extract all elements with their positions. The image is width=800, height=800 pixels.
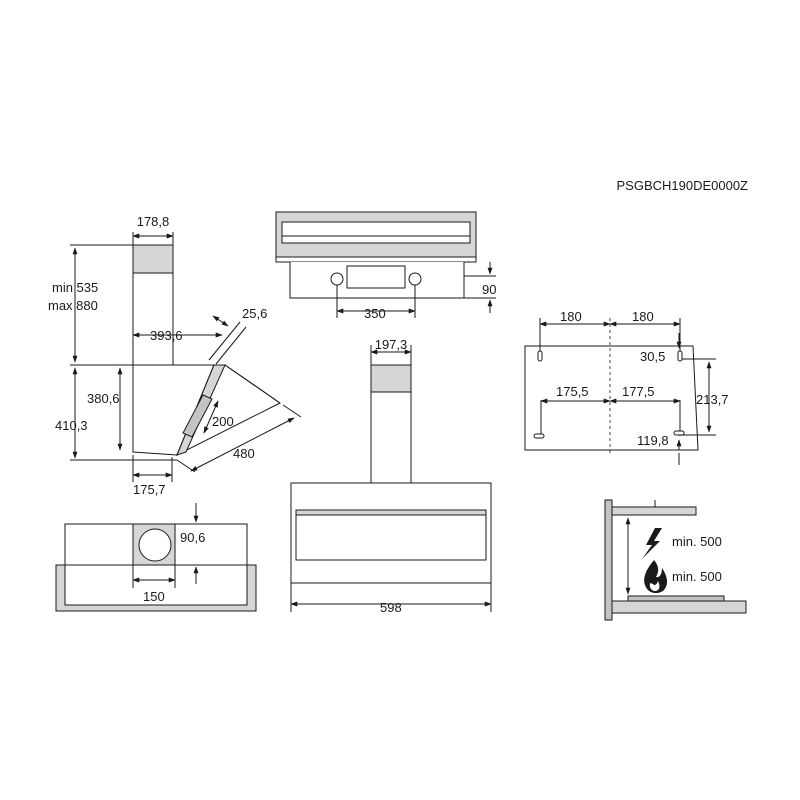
label-chimney-width: 197,3 [375, 337, 408, 352]
label-outlet-diameter: 90,6 [180, 530, 205, 545]
front-view: 197,3 598 [290, 337, 492, 615]
burner [627, 595, 725, 602]
label-outlet-height: 90 [482, 282, 496, 297]
label-handle-length: 200 [212, 414, 234, 429]
mounting-template: 180 180 30,5 213,7 175,5 177,5 119,8 [524, 309, 729, 465]
model-code: PSGBCH190DE0000Z [616, 178, 748, 193]
dim-angle-gap [212, 315, 229, 327]
side-view: 178,8 min 535 max 880 393,6 25,6 380,6 4… [48, 214, 302, 497]
label-panel-length: 480 [233, 446, 255, 461]
bottom-view: 150 90,6 [55, 503, 257, 612]
label-gas-clearance: min. 500 [672, 569, 722, 584]
dim-panel-length [190, 417, 295, 472]
cooktop [611, 600, 747, 614]
label-bottom-depth: 175,7 [133, 482, 166, 497]
slot-top-left [537, 350, 543, 362]
label-hole-spacing: 350 [364, 306, 386, 321]
wall [604, 499, 613, 621]
template-outline [524, 345, 699, 451]
bottom-outlet-circle [138, 528, 172, 562]
slot-bottom-left [533, 433, 545, 439]
slot-bottom-right [673, 430, 685, 436]
label-top-offset: 30,5 [640, 349, 665, 364]
label-height-max: max 880 [48, 298, 98, 313]
label-right-mid: 177,5 [622, 384, 655, 399]
label-top-width: 178,8 [137, 214, 170, 229]
hole-right [408, 272, 422, 286]
bottom-frame [55, 564, 257, 612]
label-bottom-offset: 119,8 [637, 433, 669, 448]
label-height-min: min 535 [52, 280, 98, 295]
slot-top-right [677, 350, 683, 362]
label-right-top: 180 [632, 309, 654, 324]
label-left-top: 180 [560, 309, 582, 324]
label-electric-clearance: min. 500 [672, 534, 722, 549]
label-template-height: 213,7 [696, 392, 729, 407]
label-hood-width: 598 [380, 600, 402, 615]
clearance-diagram: min. 500 min. 500 [604, 499, 747, 621]
label-panel-height: 380,6 [87, 391, 120, 406]
hole-left [330, 272, 344, 286]
label-angle-gap: 25,6 [242, 306, 267, 321]
label-total-height: 410,3 [55, 418, 88, 433]
label-outlet-width: 150 [143, 589, 165, 604]
top-view: 350 90 [275, 211, 496, 321]
label-left-mid: 175,5 [556, 384, 589, 399]
outlet-plate [346, 265, 406, 289]
hood-underside [611, 506, 697, 516]
lightning-icon [642, 528, 662, 559]
side-chimney-top [132, 244, 174, 274]
label-depth: 393,6 [150, 328, 183, 343]
